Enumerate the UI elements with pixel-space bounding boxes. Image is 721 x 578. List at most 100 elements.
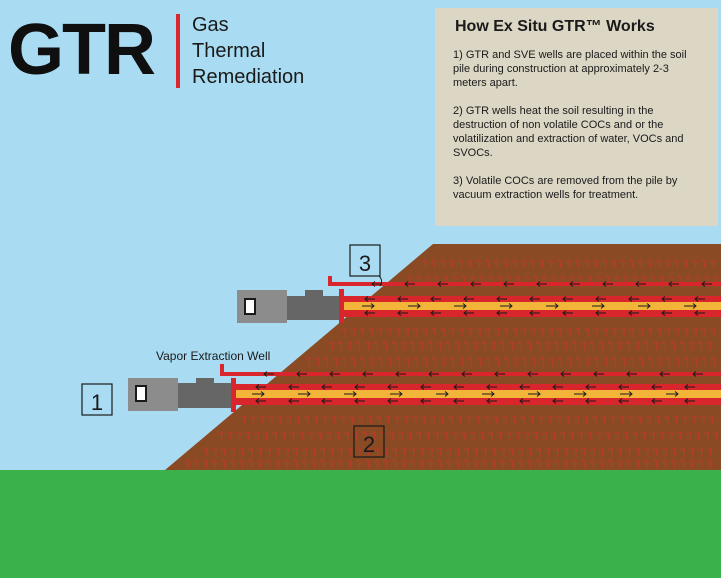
- heat-squiggle: [401, 447, 407, 457]
- heat-squiggle: [521, 357, 527, 367]
- heat-squiggle: [364, 459, 370, 469]
- heat-squiggle: [193, 459, 199, 469]
- flow-arrow: [321, 398, 332, 404]
- heat-squiggle: [672, 415, 678, 425]
- heat-squiggle: [294, 415, 300, 425]
- heat-squiggle: [298, 431, 305, 441]
- heat-squiggle: [667, 431, 674, 441]
- flow-arrow: [494, 371, 505, 377]
- flow-arrow: [527, 371, 538, 377]
- heat-squiggle: [663, 415, 669, 425]
- heat-squiggle: [472, 459, 478, 469]
- heat-squiggle: [544, 459, 550, 469]
- heat-squiggle: [346, 459, 352, 469]
- callout-1-box: [81, 383, 113, 416]
- heat-squiggle: [217, 431, 224, 441]
- heat-squiggle: [626, 447, 632, 457]
- heat-squiggle: [491, 447, 497, 457]
- heat-squiggle: [467, 327, 473, 337]
- heat-squiggle: [438, 415, 444, 425]
- heat-squiggle: [557, 327, 563, 337]
- heat-squiggle: [652, 459, 658, 469]
- heat-squiggle: [496, 431, 503, 441]
- heat-squiggle: [359, 327, 365, 337]
- callout-3: 3: [349, 244, 381, 277]
- heat-squiggle: [258, 415, 264, 425]
- heat-squiggle: [526, 459, 532, 469]
- heat-squiggle: [697, 341, 703, 351]
- heat-squiggle: [662, 447, 668, 457]
- heat-squiggle: [574, 259, 580, 269]
- heat-squiggle: [454, 341, 460, 351]
- heat-squiggle: [535, 341, 541, 351]
- heat-squiggle: [514, 431, 521, 441]
- heat-squiggle: [539, 327, 545, 337]
- heat-squiggle: [676, 431, 683, 441]
- heat-squiggle: [638, 357, 644, 367]
- heat-squiggle: [420, 415, 426, 425]
- heat-squiggle: [391, 341, 397, 351]
- heat-squiggle: [346, 341, 352, 351]
- flow-arrow: [430, 296, 441, 302]
- heat-squiggle: [458, 327, 464, 337]
- logo-wordmark: Gas Thermal Remediation: [192, 12, 304, 90]
- heat-squiggle: [276, 415, 282, 425]
- info-step-3: 3) Volatile COCs are removed from the pi…: [453, 175, 678, 201]
- heat-squiggle: [490, 459, 496, 469]
- heat-squiggle: [610, 259, 616, 269]
- heat-squiggle: [661, 459, 667, 469]
- heat-squiggle: [330, 415, 336, 425]
- heat-squiggle: [316, 431, 323, 441]
- upper-burner-body: [287, 296, 339, 320]
- heat-squiggle: [653, 447, 659, 457]
- flow-arrow: [430, 310, 441, 316]
- flow-arrow: [585, 398, 596, 404]
- heat-squiggle: [239, 447, 245, 457]
- flow-arrow: [329, 371, 340, 377]
- heat-squiggle: [458, 357, 464, 367]
- heat-squiggle: [572, 447, 578, 457]
- heat-squiggle: [307, 431, 314, 441]
- flow-arrow: [593, 371, 604, 377]
- heat-squiggle: [373, 459, 379, 469]
- heat-squiggle: [656, 357, 662, 367]
- heat-squiggle: [476, 327, 482, 337]
- heat-squiggle: [643, 459, 649, 469]
- flow-arrow: [503, 281, 514, 287]
- heat-squiggle: [323, 357, 329, 367]
- flow-arrow: [628, 310, 639, 316]
- heat-squiggle: [328, 459, 334, 469]
- heat-squiggle: [637, 259, 643, 269]
- heat-squiggle: [537, 415, 543, 425]
- heat-squiggle: [418, 341, 424, 351]
- heat-squiggle: [310, 459, 316, 469]
- heat-squiggle: [654, 415, 660, 425]
- flow-arrow: [354, 384, 365, 390]
- heat-squiggle: [646, 259, 652, 269]
- heat-squiggle: [655, 259, 661, 269]
- heat-squiggle: [404, 357, 410, 367]
- heat-squiggle: [535, 459, 541, 469]
- heat-squiggle: [566, 327, 572, 337]
- heat-squiggle: [449, 327, 455, 337]
- callout-2-box: [353, 425, 385, 458]
- heat-squiggle: [466, 259, 472, 269]
- heat-squiggle: [647, 327, 653, 337]
- flow-arrow: [453, 384, 464, 390]
- heat-squiggle: [710, 357, 716, 367]
- flow-arrow: [651, 398, 662, 404]
- flow-arrow: [635, 281, 646, 287]
- heat-squiggle: [393, 415, 399, 425]
- heat-squiggle: [607, 459, 613, 469]
- heat-squiggle: [469, 431, 476, 441]
- heat-squiggle: [575, 357, 581, 367]
- flow-arrow: [651, 384, 662, 390]
- heat-squiggle: [565, 259, 571, 269]
- heat-squiggle: [184, 459, 190, 469]
- heat-squiggle: [400, 341, 406, 351]
- heat-squiggle: [406, 431, 413, 441]
- heat-squiggle: [593, 357, 599, 367]
- heat-squiggle: [483, 415, 489, 425]
- heat-squiggle: [337, 341, 343, 351]
- heat-squiggle: [710, 327, 716, 337]
